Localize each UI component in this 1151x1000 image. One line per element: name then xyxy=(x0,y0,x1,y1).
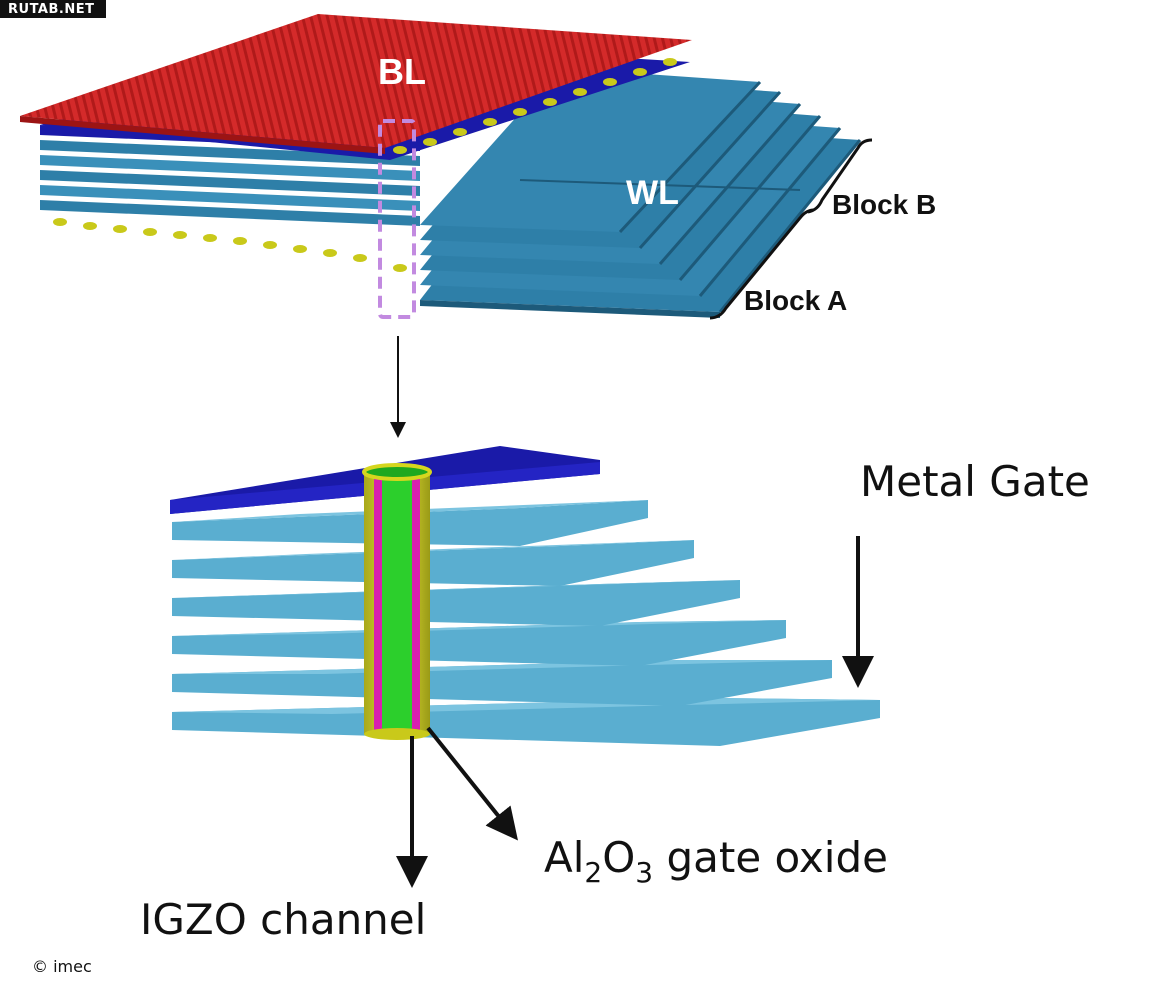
oxide-arrow xyxy=(426,726,518,841)
wordline-staircase xyxy=(420,68,862,318)
watermark-text: RUTAB.NET xyxy=(8,2,94,17)
block-b-label: Block B xyxy=(832,189,936,220)
block-a-brace xyxy=(709,208,815,320)
wordline-label: WL xyxy=(626,174,679,212)
oxide-layer xyxy=(374,472,382,734)
oxide-label: Al2O3 gate oxide xyxy=(544,833,888,889)
gate-plates xyxy=(170,446,880,746)
channel-label: IGZO channel xyxy=(140,895,426,944)
copyright-credit: © imec xyxy=(32,957,92,976)
watermark: RUTAB.NET xyxy=(0,0,106,18)
metal-gate-label: Metal Gate xyxy=(860,457,1090,506)
igzo-layer xyxy=(382,472,412,734)
block-a-label: Block A xyxy=(744,285,847,316)
pillar-top-caps xyxy=(393,58,677,154)
bitline-layer xyxy=(20,14,692,148)
bitline-label: BL xyxy=(378,51,426,92)
pillar-bottom-ends xyxy=(53,218,407,272)
top-array-diagram: BL WL Block B Block A xyxy=(20,14,936,320)
bottom-cell-diagram: Metal Gate Al2O3 gate oxide IGZO channel xyxy=(140,446,1090,944)
vertical-channel-pillar xyxy=(362,463,432,740)
